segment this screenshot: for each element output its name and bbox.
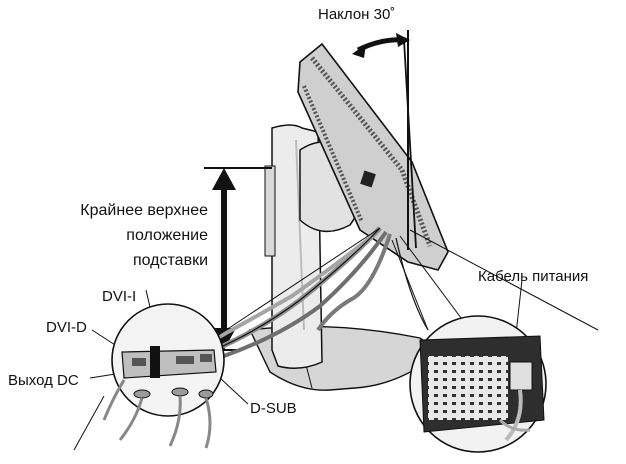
max-height-line-1: Крайнее верхнее <box>80 202 208 219</box>
callout-lines <box>73 227 599 451</box>
max-height-label: Крайнее верхнее положение подставки <box>20 198 208 273</box>
dvi-i-label: DVI-I <box>102 288 137 305</box>
cables <box>209 226 429 358</box>
max-height-line-3: подставки <box>132 252 208 269</box>
monitor-panel <box>297 39 449 271</box>
d-sub-label: D-SUB <box>250 400 297 417</box>
power-magnifier <box>409 315 547 453</box>
dvi-d-label: DVI-D <box>46 319 87 336</box>
connector-magnifier <box>102 303 225 449</box>
tilt-indicator <box>352 30 410 250</box>
tilt-label: Наклон 30˚ <box>318 6 396 23</box>
max-height-line-2: положение <box>126 227 208 244</box>
dc-out-label: Выход DC <box>8 372 79 389</box>
power-cable-label: Кабель питания <box>478 268 589 285</box>
